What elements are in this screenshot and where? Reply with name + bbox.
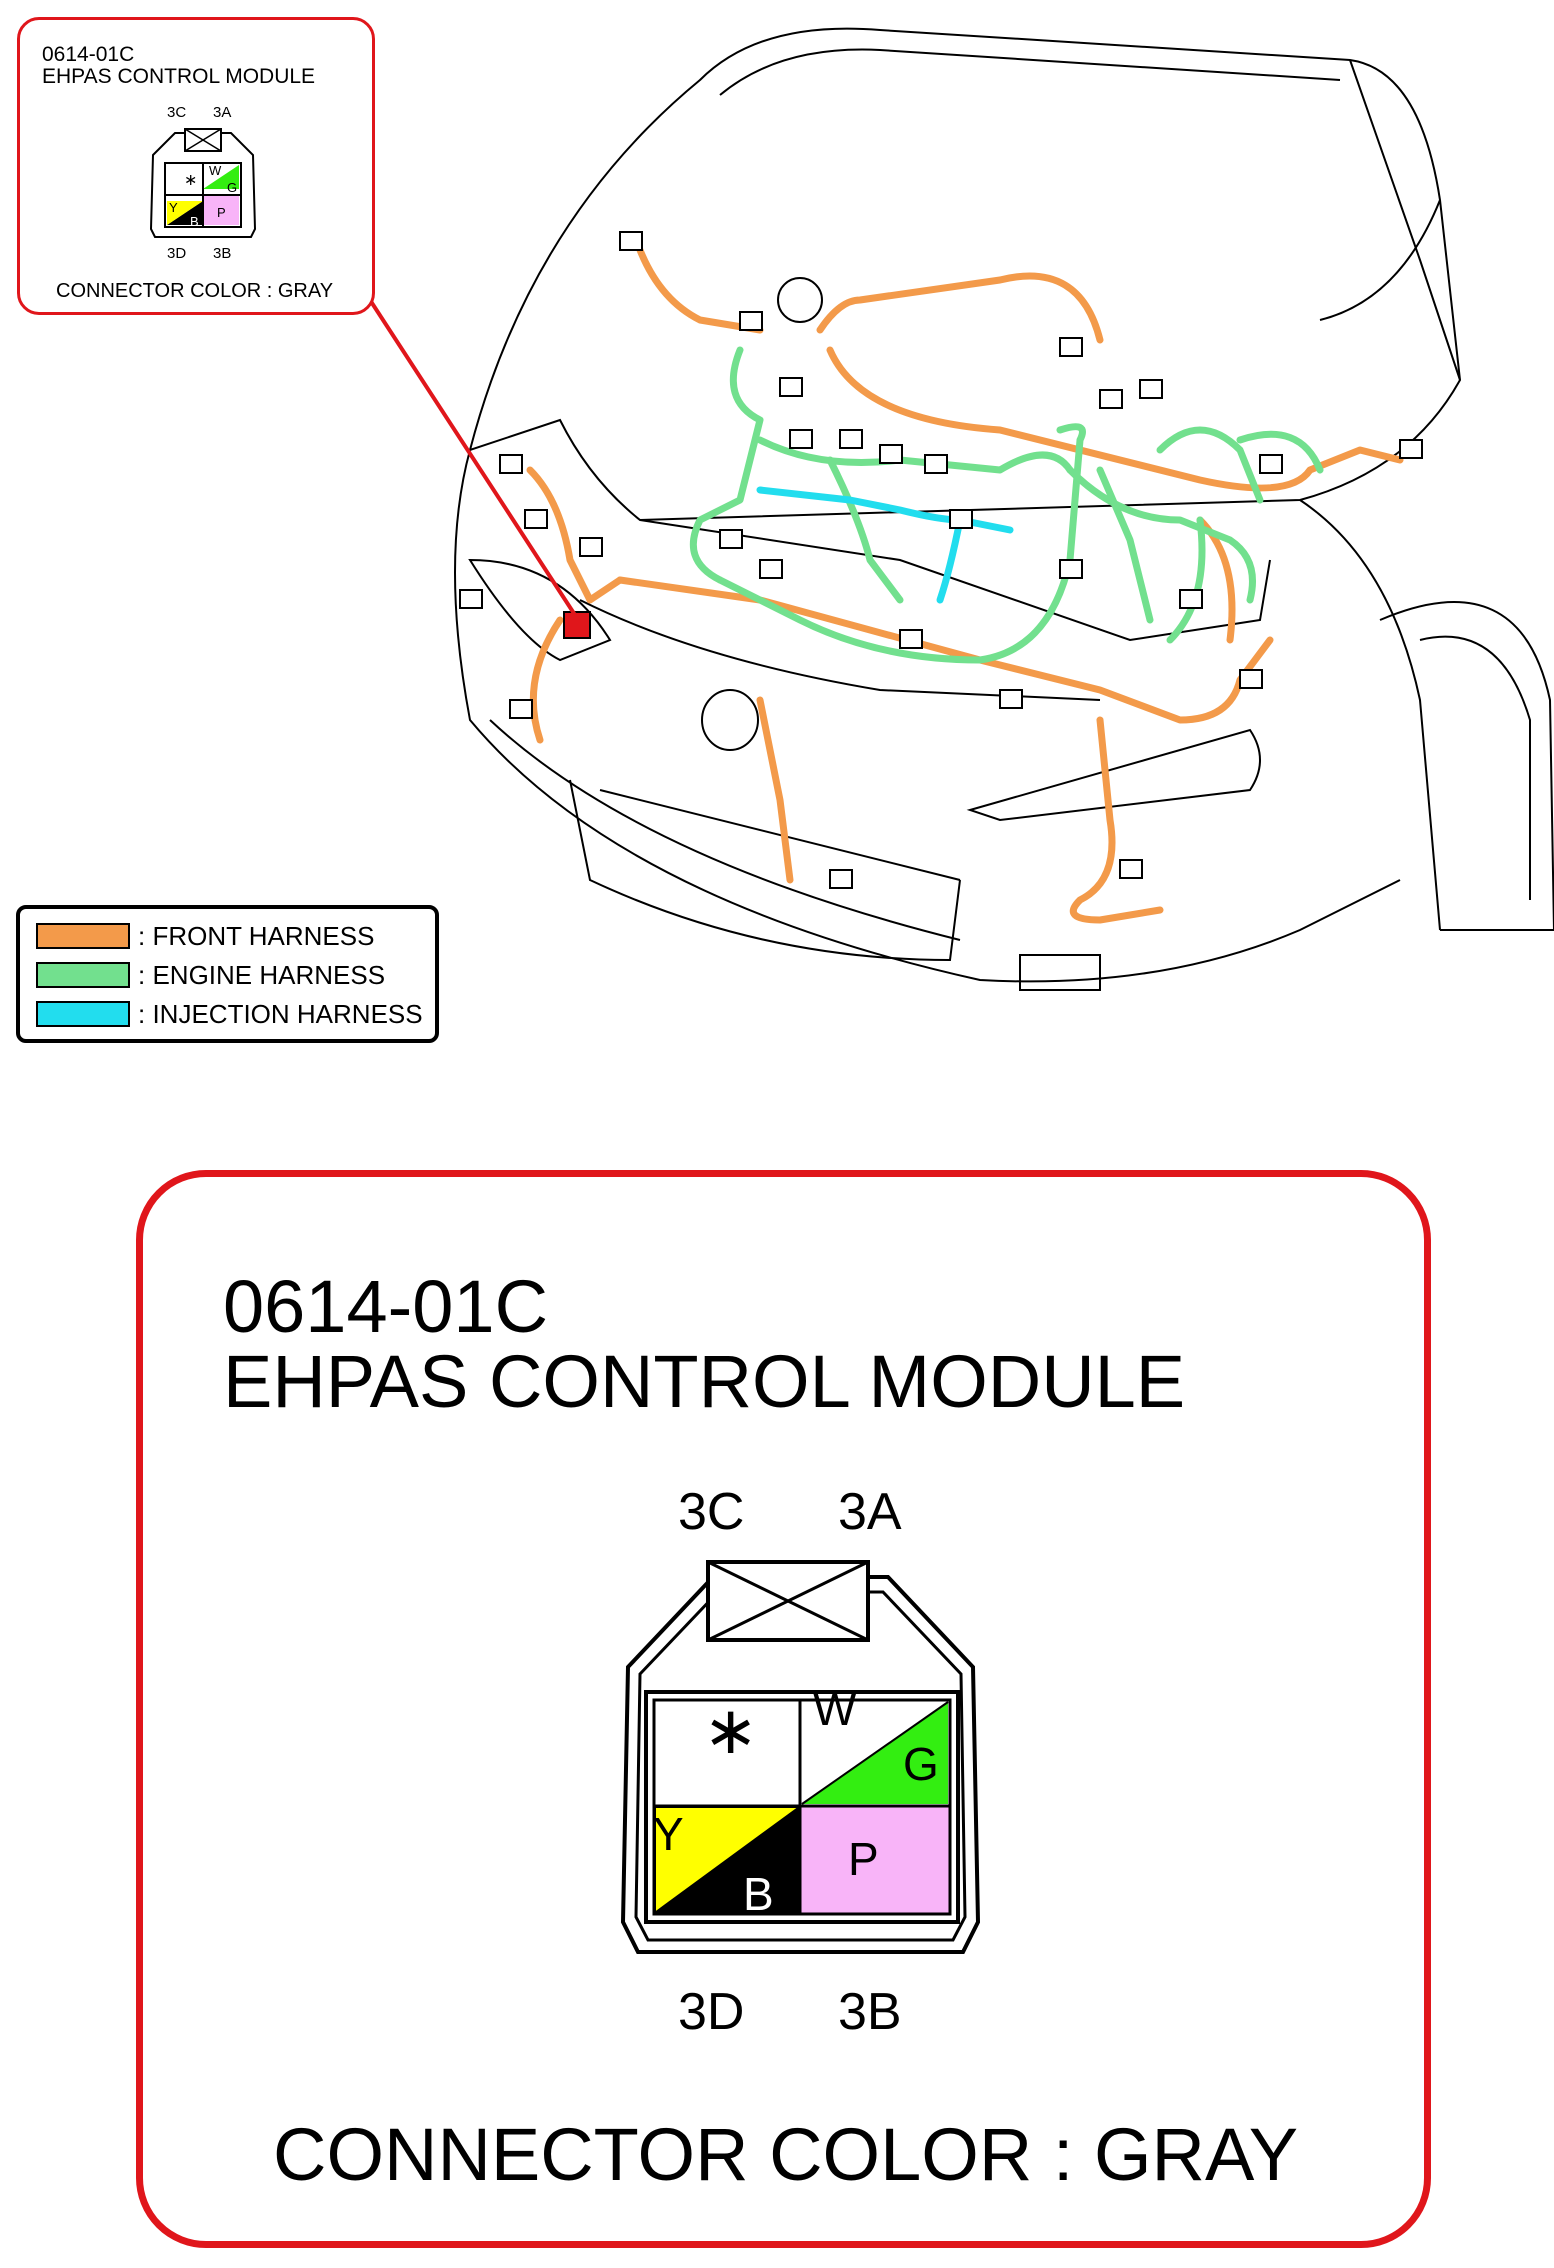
connector-name-small: EHPAS CONTROL MODULE [42,65,316,88]
harness-connectors [459,231,1423,889]
pin-3c-wire: ∗ [703,1693,759,1767]
connector-color-large: CONNECTOR COLOR : GRAY [273,2113,1299,2196]
connector-face-small [149,128,257,238]
engine-bay-illustration [368,27,1554,991]
connector-color-small: CONNECTOR COLOR : GRAY [56,280,334,302]
connector-code-small: 0614-01C [42,43,135,66]
legend-item-injection-harness: : INJECTION HARNESS [36,999,423,1029]
pin-3d-wire-bottom-small: B [190,214,199,229]
legend-swatch-engine [36,962,130,988]
legend-swatch-injection [36,1001,130,1027]
legend-label-injection: : INJECTION HARNESS [138,998,423,1029]
pin-3b-wire: P [848,1833,879,1885]
pin-3a-wire-top: W [813,1683,857,1735]
front-wheel [1379,601,1554,931]
front-harness-wires [526,246,1404,924]
hood-outline [468,27,1462,522]
headlight-right [966,728,1261,822]
pin-label-3c: 3C [678,1483,745,1541]
reservoir-cap [777,277,823,323]
pin-3a-wire-bottom-small: G [227,180,238,195]
pin-3a-wire-top-small: W [209,163,222,178]
pin-label-3b-small: 3B [213,245,232,262]
pin-label-3c-small: 3C [167,104,187,121]
legend-label-front: : FRONT HARNESS [138,920,375,951]
pin-label-3a-small: 3A [213,104,232,121]
front-fender [1299,499,1441,931]
harness-legend: : FRONT HARNESS : ENGINE HARNESS : INJEC… [16,905,439,1043]
headlight-left [468,558,612,662]
emblem [701,689,759,751]
callout-leader-line [368,298,577,617]
connector-callout-small: 0614-01C EHPAS CONTROL MODULE 3C 3A 3D 3… [17,17,375,315]
pin-3c-wire-small: ∗ [184,172,198,189]
ehpas-connector-location [563,611,591,639]
pin-3b-wire-small: P [217,205,226,220]
legend-swatch-front [36,923,130,949]
pin-3d-wire-top-small: Y [169,200,178,215]
connector-callout-large: 0614-01C EHPAS CONTROL MODULE 3C 3A 3D 3… [136,1170,1431,2248]
pin-label-3a: 3A [838,1483,902,1541]
front-bumper [454,449,1401,983]
pin-3c-cell [652,1698,802,1808]
engine-harness-wires [689,346,1324,664]
pin-label-3b: 3B [838,1983,902,2041]
legend-item-engine-harness: : ENGINE HARNESS [36,960,385,990]
pin-label-3d: 3D [678,1983,745,2041]
connector-face [620,1560,981,1954]
pin-3d-wire-bottom: B [743,1868,774,1920]
pin-label-3d-small: 3D [167,245,187,262]
legend-label-engine: : ENGINE HARNESS [138,959,386,990]
legend-item-front-harness: : FRONT HARNESS [36,921,374,951]
pin-3a-wire-bottom: G [903,1738,939,1790]
connector-name-large: EHPAS CONTROL MODULE [223,1340,1186,1423]
pin-3d-wire-top: Y [653,1808,684,1860]
connector-code-large: 0614-01C [223,1265,549,1348]
